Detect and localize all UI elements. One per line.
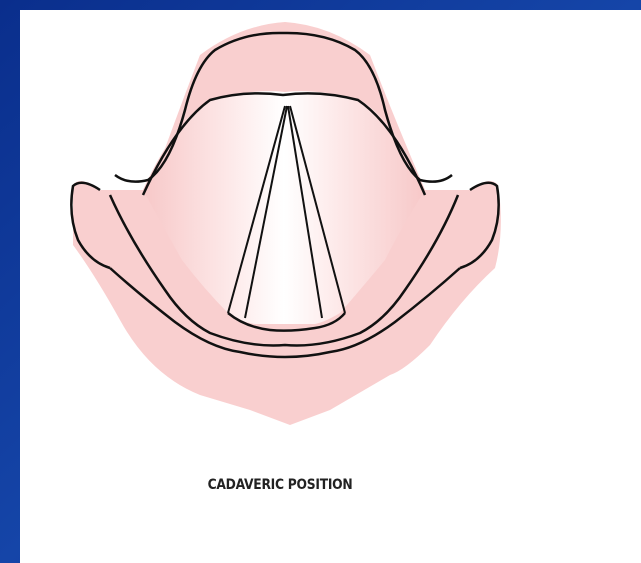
diagram-caption: CADAVERIC POSITION [166, 477, 395, 493]
